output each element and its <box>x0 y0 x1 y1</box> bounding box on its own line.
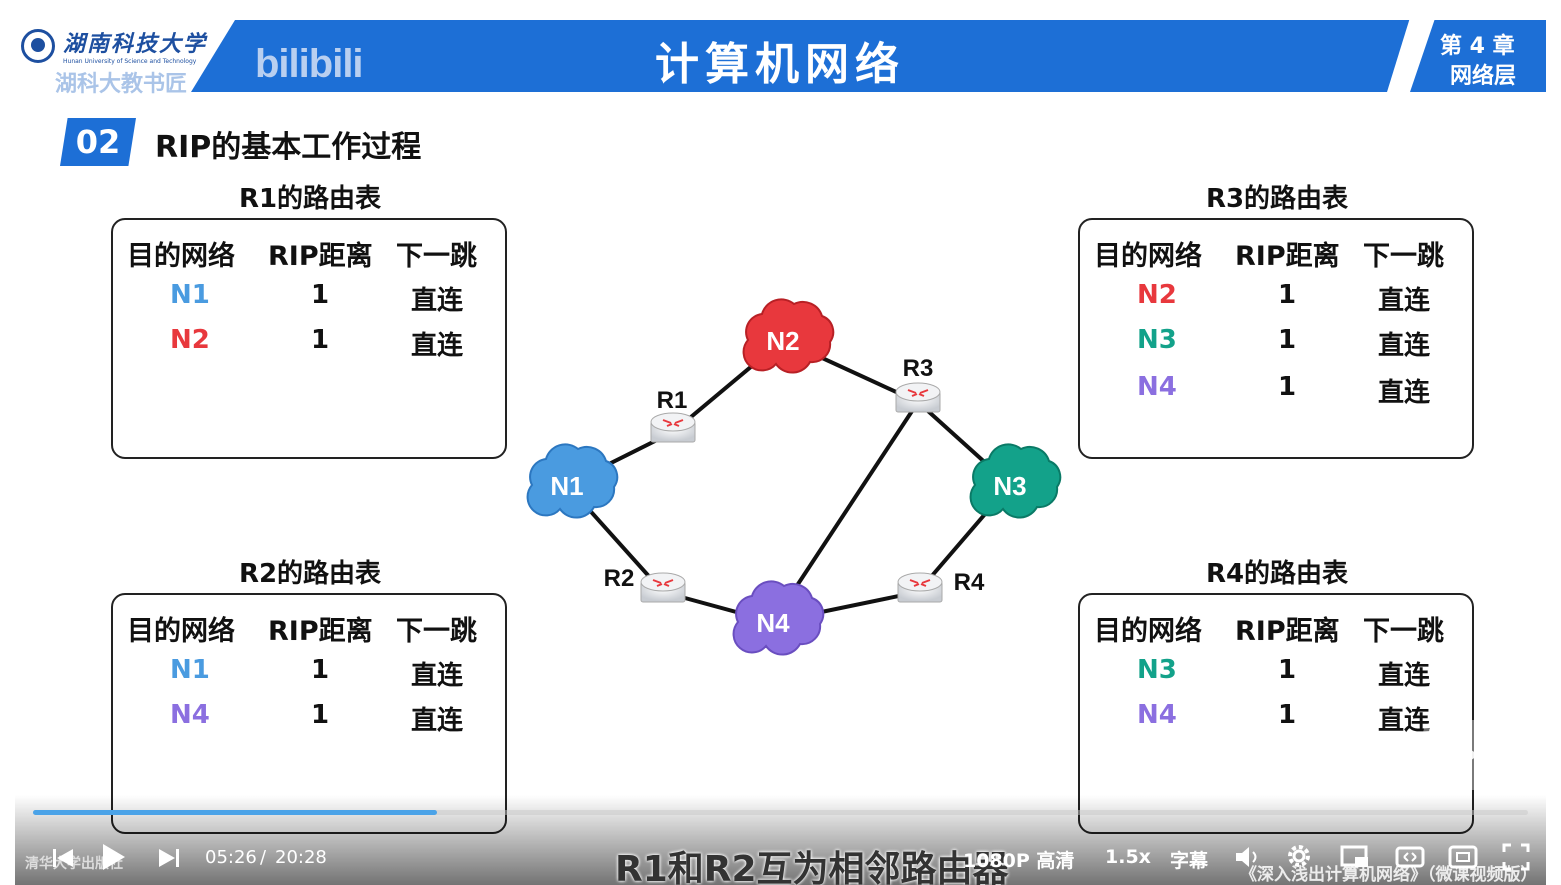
table-cell-hop: 直连 <box>1378 378 1431 408</box>
table-cell-dist: 1 <box>311 280 330 310</box>
network-topology-diagram: N2 N1 N3 N4 R1 R3 <box>526 298 1062 656</box>
header-hop: 下一跳 <box>1363 616 1444 647</box>
network-N3-cloud: N3 <box>969 443 1062 519</box>
large-play-button[interactable] <box>1423 720 1503 790</box>
quality-button[interactable]: 1080P 高清 <box>963 850 1075 872</box>
table-cell-dest: N2 <box>170 325 210 355</box>
section-number: 02 <box>60 118 136 166</box>
table-cell-dest: N3 <box>1137 655 1177 685</box>
settings-gear-icon[interactable] <box>1285 842 1313 870</box>
network-N2-cloud: N2 <box>742 298 835 374</box>
widescreen-icon[interactable] <box>1395 844 1425 870</box>
header-hop: 下一跳 <box>396 241 477 272</box>
table-cell-hop: 直连 <box>1378 706 1431 736</box>
table-cell-hop: 直连 <box>411 286 464 316</box>
header-dest: 目的网络 <box>127 616 235 647</box>
university-logo: 湖南科技大学 Hunan University of Science and T… <box>15 20 235 92</box>
r3-routing-table: 目的网络 RIP距离 下一跳 N2 1 直连 N3 1 直连 N4 1 直连 <box>1078 218 1474 459</box>
table-cell-hop: 直连 <box>411 661 464 691</box>
picture-in-picture-icon[interactable] <box>1340 844 1370 870</box>
university-emblem-icon <box>21 29 55 63</box>
router-label: R4 <box>954 569 985 596</box>
header-dist: RIP距离 <box>268 241 373 272</box>
table-cell-dest: N1 <box>170 655 210 685</box>
chapter-badge-inner <box>1410 20 1546 92</box>
router-R3-icon: R3 <box>895 355 941 413</box>
time-current: 05:26 <box>205 847 257 868</box>
book-watermark: 《深入浅出计算机网络》（微课视频版） <box>1240 865 1538 885</box>
slide-header-bar <box>15 20 1546 92</box>
next-icon[interactable] <box>157 846 181 870</box>
progress-bar-fill <box>33 810 437 815</box>
network-label: N1 <box>550 471 583 501</box>
table-cell-dist: 1 <box>311 325 330 355</box>
captions-button[interactable]: 字幕 <box>1170 850 1209 872</box>
publisher-logo: 清华大学出版社 <box>25 856 123 872</box>
header-hop: 下一跳 <box>396 616 477 647</box>
router-R2-icon: R2 <box>604 565 686 603</box>
r3-table-title: R3的路由表 <box>1205 184 1349 214</box>
network-N1-cloud: N1 <box>526 443 619 519</box>
university-name-cn: 湖南科技大学 <box>63 31 208 57</box>
router-label: R2 <box>604 565 635 592</box>
bilibili-watermark: bilibili <box>255 42 364 86</box>
play-icon[interactable] <box>99 842 127 872</box>
router-R4-icon: R4 <box>897 569 985 603</box>
table-cell-dest: N4 <box>1137 372 1177 402</box>
time-separator: / <box>260 847 267 868</box>
header-hop: 下一跳 <box>1363 241 1444 272</box>
network-label: N3 <box>993 471 1026 501</box>
table-cell-dest: N2 <box>1137 280 1177 310</box>
network-label: N2 <box>766 326 799 356</box>
table-cell-dist: 1 <box>311 655 330 685</box>
table-cell-dest: N4 <box>170 700 210 730</box>
chapter-number: 第 4 章 <box>1440 34 1515 59</box>
table-cell-dist: 1 <box>1278 372 1297 402</box>
time-total: 20:28 <box>275 847 327 868</box>
table-cell-hop: 直连 <box>1378 331 1431 361</box>
network-label: N4 <box>756 608 790 638</box>
r1-routing-table: 目的网络 RIP距离 下一跳 N1 1 直连 N2 1 直连 <box>111 218 507 459</box>
table-cell-hop: 直连 <box>411 706 464 736</box>
prev-icon[interactable] <box>51 846 75 870</box>
r2-routing-table: 目的网络 RIP距离 下一跳 N1 1 直连 N4 1 直连 <box>111 593 507 834</box>
header-dist: RIP距离 <box>1235 241 1340 272</box>
table-cell-dest: N3 <box>1137 325 1177 355</box>
volume-icon[interactable] <box>1233 844 1261 870</box>
table-cell-dest: N1 <box>170 280 210 310</box>
video-subtitle: R1和R2互为相邻路由器 <box>615 849 1009 885</box>
table-cell-dist: 1 <box>1278 700 1297 730</box>
section-title: RIP的基本工作过程 <box>155 130 422 165</box>
header-dist: RIP距离 <box>268 616 373 647</box>
header-dest: 目的网络 <box>127 241 235 272</box>
table-cell-hop: 直连 <box>1378 286 1431 316</box>
header-dest: 目的网络 <box>1094 241 1202 272</box>
speed-button[interactable]: 1.5x <box>1105 846 1151 868</box>
r4-routing-table: 目的网络 RIP距离 下一跳 N3 1 直连 N4 1 直连 <box>1078 593 1474 834</box>
router-label: R1 <box>657 387 688 414</box>
header-dist: RIP距离 <box>1235 616 1340 647</box>
header-dest: 目的网络 <box>1094 616 1202 647</box>
router-label: R3 <box>903 355 934 382</box>
university-name-en: Hunan University of Science and Technolo… <box>63 58 197 65</box>
course-title: 计算机网络 <box>655 39 905 90</box>
table-cell-dist: 1 <box>1278 280 1297 310</box>
r4-table-title: R4的路由表 <box>1205 559 1349 589</box>
table-cell-hop: 直连 <box>1378 661 1431 691</box>
r1-table-title: R1的路由表 <box>238 184 382 214</box>
network-N4-cloud: N4 <box>732 580 825 656</box>
table-cell-dist: 1 <box>1278 325 1297 355</box>
table-cell-hop: 直连 <box>411 331 464 361</box>
chapter-name: 网络层 <box>1450 64 1517 89</box>
uploader-watermark: 湖科大教书匠 <box>55 72 188 97</box>
r2-table-title: R2的路由表 <box>238 559 382 589</box>
router-R1-icon: R1 <box>650 387 696 443</box>
progress-bar[interactable] <box>33 810 1528 815</box>
web-fullscreen-icon[interactable] <box>1448 844 1478 870</box>
table-cell-dist: 1 <box>1278 655 1297 685</box>
fullscreen-icon[interactable] <box>1501 842 1531 872</box>
table-cell-dest: N4 <box>1137 700 1177 730</box>
video-frame[interactable]: 湖南科技大学 Hunan University of Science and T… <box>15 20 1546 885</box>
table-cell-dist: 1 <box>311 700 330 730</box>
